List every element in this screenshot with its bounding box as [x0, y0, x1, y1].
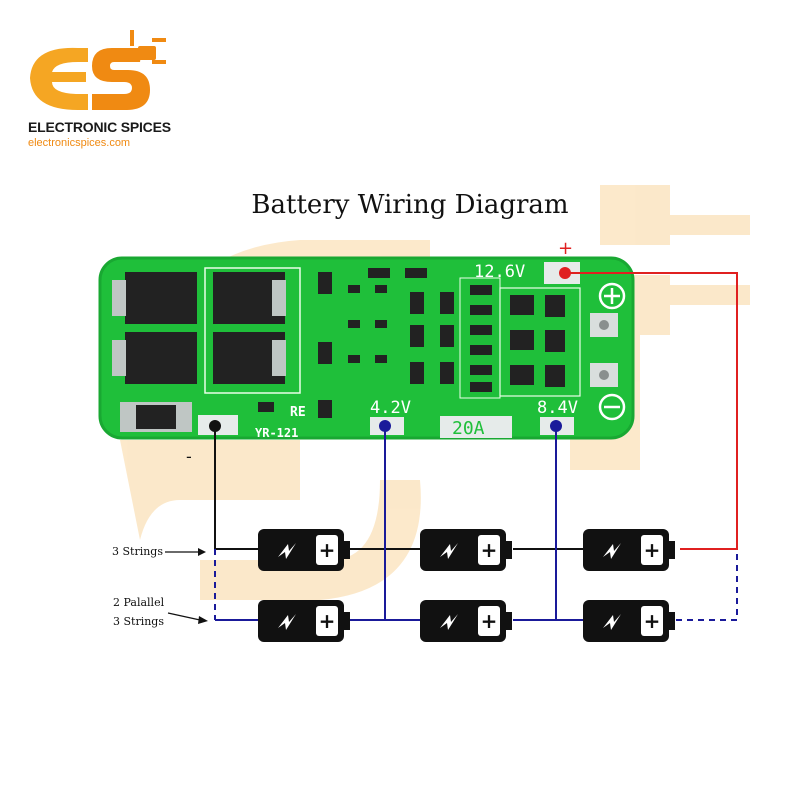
es-logo: [30, 30, 166, 110]
svg-text:+: +: [481, 538, 498, 562]
brand-url: electronicspices.com: [28, 137, 131, 149]
svg-text:+: +: [319, 609, 336, 633]
positive-wire: [565, 272, 738, 550]
battery: +: [258, 600, 350, 642]
dot-8v4: [550, 420, 562, 432]
dot-positive: [559, 267, 571, 279]
pad-label-8v4: 8.4V: [537, 398, 578, 418]
negative-terminal-mark: -: [186, 447, 192, 466]
pad-label-4v2: 4.2V: [370, 398, 411, 418]
battery: +: [583, 600, 675, 642]
ref-label: RE: [290, 405, 306, 420]
battery: +: [420, 529, 512, 571]
connection-dots: [209, 267, 571, 432]
label-row2-strings: 3 Strings: [113, 615, 164, 628]
battery: +: [583, 529, 675, 571]
wires: [165, 272, 738, 624]
bms-board: 12.6V 4.2V 8.4V 20A RE YR-121: [98, 256, 635, 440]
smd-components: [258, 268, 565, 418]
board-plus-symbol: [598, 282, 626, 310]
mosfet-2: [213, 272, 286, 324]
shunt-resistor: [120, 402, 192, 432]
pad-label-12v6: 12.6V: [474, 262, 525, 282]
battery: +: [258, 529, 350, 571]
dot-negative: [209, 420, 221, 432]
model-label: YR-121: [255, 426, 298, 440]
svg-text:+: +: [644, 609, 661, 633]
svg-text:+: +: [644, 538, 661, 562]
svg-text:+: +: [319, 538, 336, 562]
svg-text:+: +: [481, 609, 498, 633]
current-label-box: [440, 416, 512, 438]
current-rating-label: 20A: [452, 418, 485, 439]
label-row1-strings: 3 Strings: [112, 545, 163, 558]
dot-4v2: [379, 420, 391, 432]
mosfet-1: [112, 272, 197, 324]
page-title: Battery Wiring Diagram: [251, 190, 569, 220]
brand-name: ELECTRONIC SPICES: [28, 119, 171, 135]
board-minus-symbol: [598, 393, 626, 421]
battery: +: [420, 600, 512, 642]
positive-terminal-mark: +: [558, 238, 573, 259]
mosfet-4: [213, 332, 286, 384]
mosfet-3: [112, 332, 197, 384]
label-row2-parallel: 2 Palallel: [113, 596, 165, 609]
